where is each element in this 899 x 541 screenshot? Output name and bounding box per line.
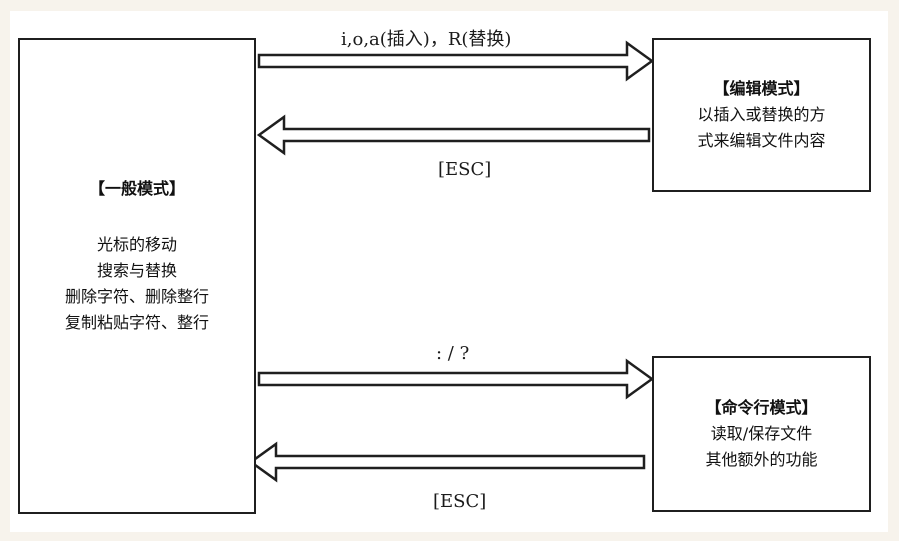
normal-mode-title: 【一般模式】 xyxy=(88,179,185,198)
arrow-from-edit-mode xyxy=(256,114,651,156)
arrow-from-command-mode xyxy=(248,441,646,483)
normal-mode-box: 【一般模式】 光标的移动 搜索与替换 删除字符、删除整行 复制粘贴字符、整行 xyxy=(18,38,256,514)
command-mode-title: 【命令行模式】 xyxy=(705,398,818,417)
edit-mode-title: 【编辑模式】 xyxy=(713,79,810,98)
normal-mode-line: 光标的移动 xyxy=(96,235,177,254)
normal-mode-line: 搜索与替换 xyxy=(96,261,177,280)
arrows-layer xyxy=(248,40,655,483)
edit-mode-line: 式来编辑文件内容 xyxy=(697,131,826,150)
edge-label-from-edit: [ESC] xyxy=(438,159,492,180)
diagram-canvas: 【一般模式】 光标的移动 搜索与替换 删除字符、删除整行 复制粘贴字符、整行 【… xyxy=(10,11,888,532)
edit-mode-box: 【编辑模式】 以插入或替换的方 式来编辑文件内容 xyxy=(652,38,871,192)
normal-mode-line: 复制粘贴字符、整行 xyxy=(64,313,209,332)
command-mode-box: 【命令行模式】 读取/保存文件 其他额外的功能 xyxy=(652,356,871,512)
arrow-to-edit-mode xyxy=(257,40,655,82)
arrow-to-command-mode xyxy=(257,358,655,400)
command-mode-line: 其他额外的功能 xyxy=(705,450,818,469)
normal-mode-line: 删除字符、删除整行 xyxy=(64,287,209,306)
command-mode-line: 读取/保存文件 xyxy=(710,424,813,443)
edit-mode-line: 以插入或替换的方 xyxy=(697,105,826,124)
edge-label-to-command: : / ? xyxy=(436,343,470,364)
edge-label-from-command: [ESC] xyxy=(433,491,487,512)
edge-label-to-edit: i,o,a(插入)，R(替换) xyxy=(341,29,512,50)
